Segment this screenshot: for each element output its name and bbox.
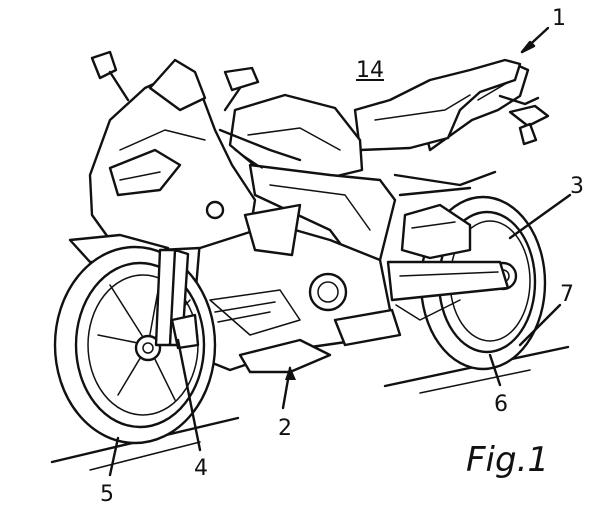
handlebar	[218, 128, 302, 162]
chain-guard	[400, 203, 472, 260]
ref-numeral-6: 6	[494, 392, 508, 417]
windscreen	[148, 58, 207, 112]
ref-numeral-2: 2	[278, 416, 292, 441]
ref-numeral-3: 3	[570, 174, 584, 199]
exhaust	[333, 308, 402, 347]
ref-numeral-7: 7	[560, 282, 574, 307]
ref-numeral-4: 4	[194, 456, 208, 481]
ref-numeral-5: 5	[100, 482, 114, 507]
mirror-left	[90, 50, 130, 102]
swingarm	[386, 260, 510, 302]
mirror-right	[223, 66, 260, 112]
ref-numeral-14: 14	[356, 58, 384, 83]
figure-caption: Fig.1	[466, 440, 550, 480]
leader-lines	[108, 26, 572, 477]
ref-numeral-1: 1	[552, 6, 566, 31]
seat	[353, 58, 522, 152]
